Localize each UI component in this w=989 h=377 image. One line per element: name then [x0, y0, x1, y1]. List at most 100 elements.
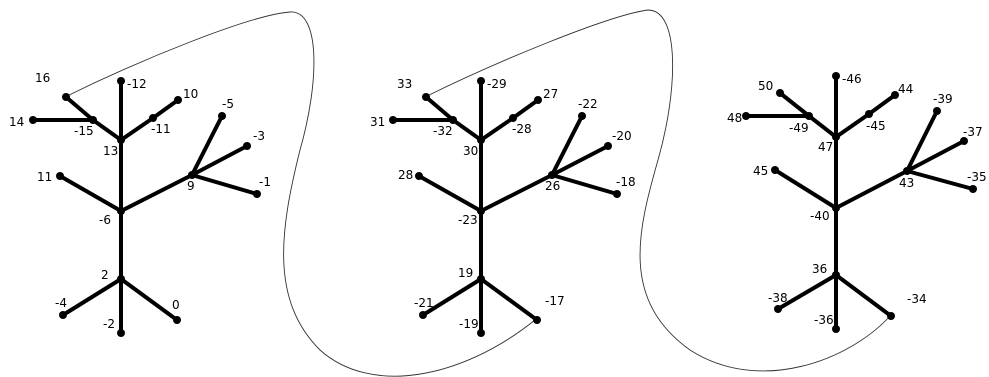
tree-node	[865, 110, 873, 118]
node-label: -3	[253, 129, 265, 143]
node-label: -4	[55, 296, 67, 310]
node-label: 45	[753, 164, 768, 178]
tree-node	[509, 114, 517, 122]
tree-edge	[91, 118, 123, 142]
node-label: -46	[842, 72, 862, 86]
tree-node	[149, 114, 157, 122]
node-label: -19	[459, 317, 479, 331]
tree-node	[533, 316, 541, 324]
node-label: -11	[151, 122, 171, 136]
node-label: 36	[812, 262, 827, 276]
tree-node	[89, 116, 97, 124]
tree-edge	[479, 173, 554, 213]
node-label: 10	[183, 87, 198, 101]
tree-node	[832, 133, 840, 141]
tree-edge	[190, 144, 249, 177]
tree-node	[117, 275, 125, 283]
node-label: -35	[967, 170, 987, 184]
tree-edge	[190, 114, 224, 177]
tree-node	[29, 116, 37, 124]
tree-edge	[834, 273, 893, 318]
tree-node	[117, 136, 125, 144]
node-label: -21	[414, 296, 434, 310]
tree-node	[449, 116, 457, 124]
connector-curve	[424, 9, 891, 372]
tree-node	[969, 185, 977, 193]
tree-node	[933, 107, 941, 115]
node-label: -22	[578, 97, 598, 111]
tree-edge	[773, 168, 838, 210]
tree-edge	[834, 169, 909, 210]
tree-node	[477, 77, 485, 85]
tree-node	[604, 142, 612, 150]
tree-edge	[905, 109, 939, 173]
tree-edge	[119, 173, 194, 213]
tree-node	[117, 329, 125, 337]
node-label: 26	[545, 179, 560, 193]
node-label: 14	[9, 115, 24, 129]
node-label: -38	[768, 291, 788, 305]
tree-node	[960, 137, 968, 145]
node-label: -5	[222, 97, 234, 111]
node-label: 31	[370, 115, 385, 129]
tree-edge	[511, 98, 540, 120]
tree-node	[415, 172, 423, 180]
node-label: 9	[187, 179, 195, 193]
node-label: 27	[543, 87, 558, 101]
tree-node	[805, 112, 813, 120]
node-label: 0	[172, 298, 180, 312]
tree-edge	[424, 95, 455, 122]
tree-node	[218, 112, 226, 120]
node-label: 44	[898, 82, 913, 96]
tree-edge	[58, 174, 123, 213]
tree-node	[613, 190, 621, 198]
tree-edge	[61, 277, 123, 317]
node-label: 16	[35, 71, 50, 85]
node-label: -40	[810, 209, 830, 223]
tree-node	[56, 172, 64, 180]
node-label: -12	[127, 77, 147, 91]
node-label: 50	[758, 79, 773, 93]
node-label: -6	[99, 213, 111, 227]
tree-edge	[550, 173, 619, 196]
tree-edge	[64, 95, 95, 122]
tree-node	[174, 96, 182, 104]
node-label: -1	[259, 175, 271, 189]
tree-edge	[451, 118, 483, 142]
tree-node	[477, 329, 485, 337]
tree-node	[832, 72, 840, 80]
tree-node	[477, 275, 485, 283]
tree-edge	[479, 116, 515, 142]
node-label: -2	[103, 317, 115, 331]
tree-node	[832, 325, 840, 333]
tree-node	[243, 142, 251, 150]
tree-node	[742, 112, 750, 120]
node-label: -18	[616, 175, 636, 189]
node-label: -34	[907, 292, 927, 306]
tree-edge	[807, 114, 838, 139]
tree-edge	[479, 277, 539, 322]
node-label: 19	[458, 266, 473, 280]
node-label: -29	[487, 77, 507, 91]
node-label: -20	[612, 129, 632, 143]
node-label: 28	[398, 168, 413, 182]
node-label: -37	[963, 125, 983, 139]
node-label: -36	[814, 313, 834, 327]
tree-node	[419, 311, 427, 319]
tree-node	[891, 91, 899, 99]
tree-node	[832, 271, 840, 279]
tree-node	[253, 190, 261, 198]
tree-node	[887, 312, 895, 320]
tree-edge	[151, 98, 180, 120]
tree-node	[117, 77, 125, 85]
tree-node	[389, 116, 397, 124]
node-label: -28	[512, 122, 532, 136]
tree-node	[477, 207, 485, 215]
tree-edge	[550, 114, 584, 177]
tree-edge	[776, 273, 838, 311]
tree-edge	[867, 93, 897, 116]
tree-edge	[834, 112, 871, 139]
node-label: 11	[37, 170, 52, 184]
node-label: 13	[103, 144, 118, 158]
tree-node	[59, 311, 67, 319]
